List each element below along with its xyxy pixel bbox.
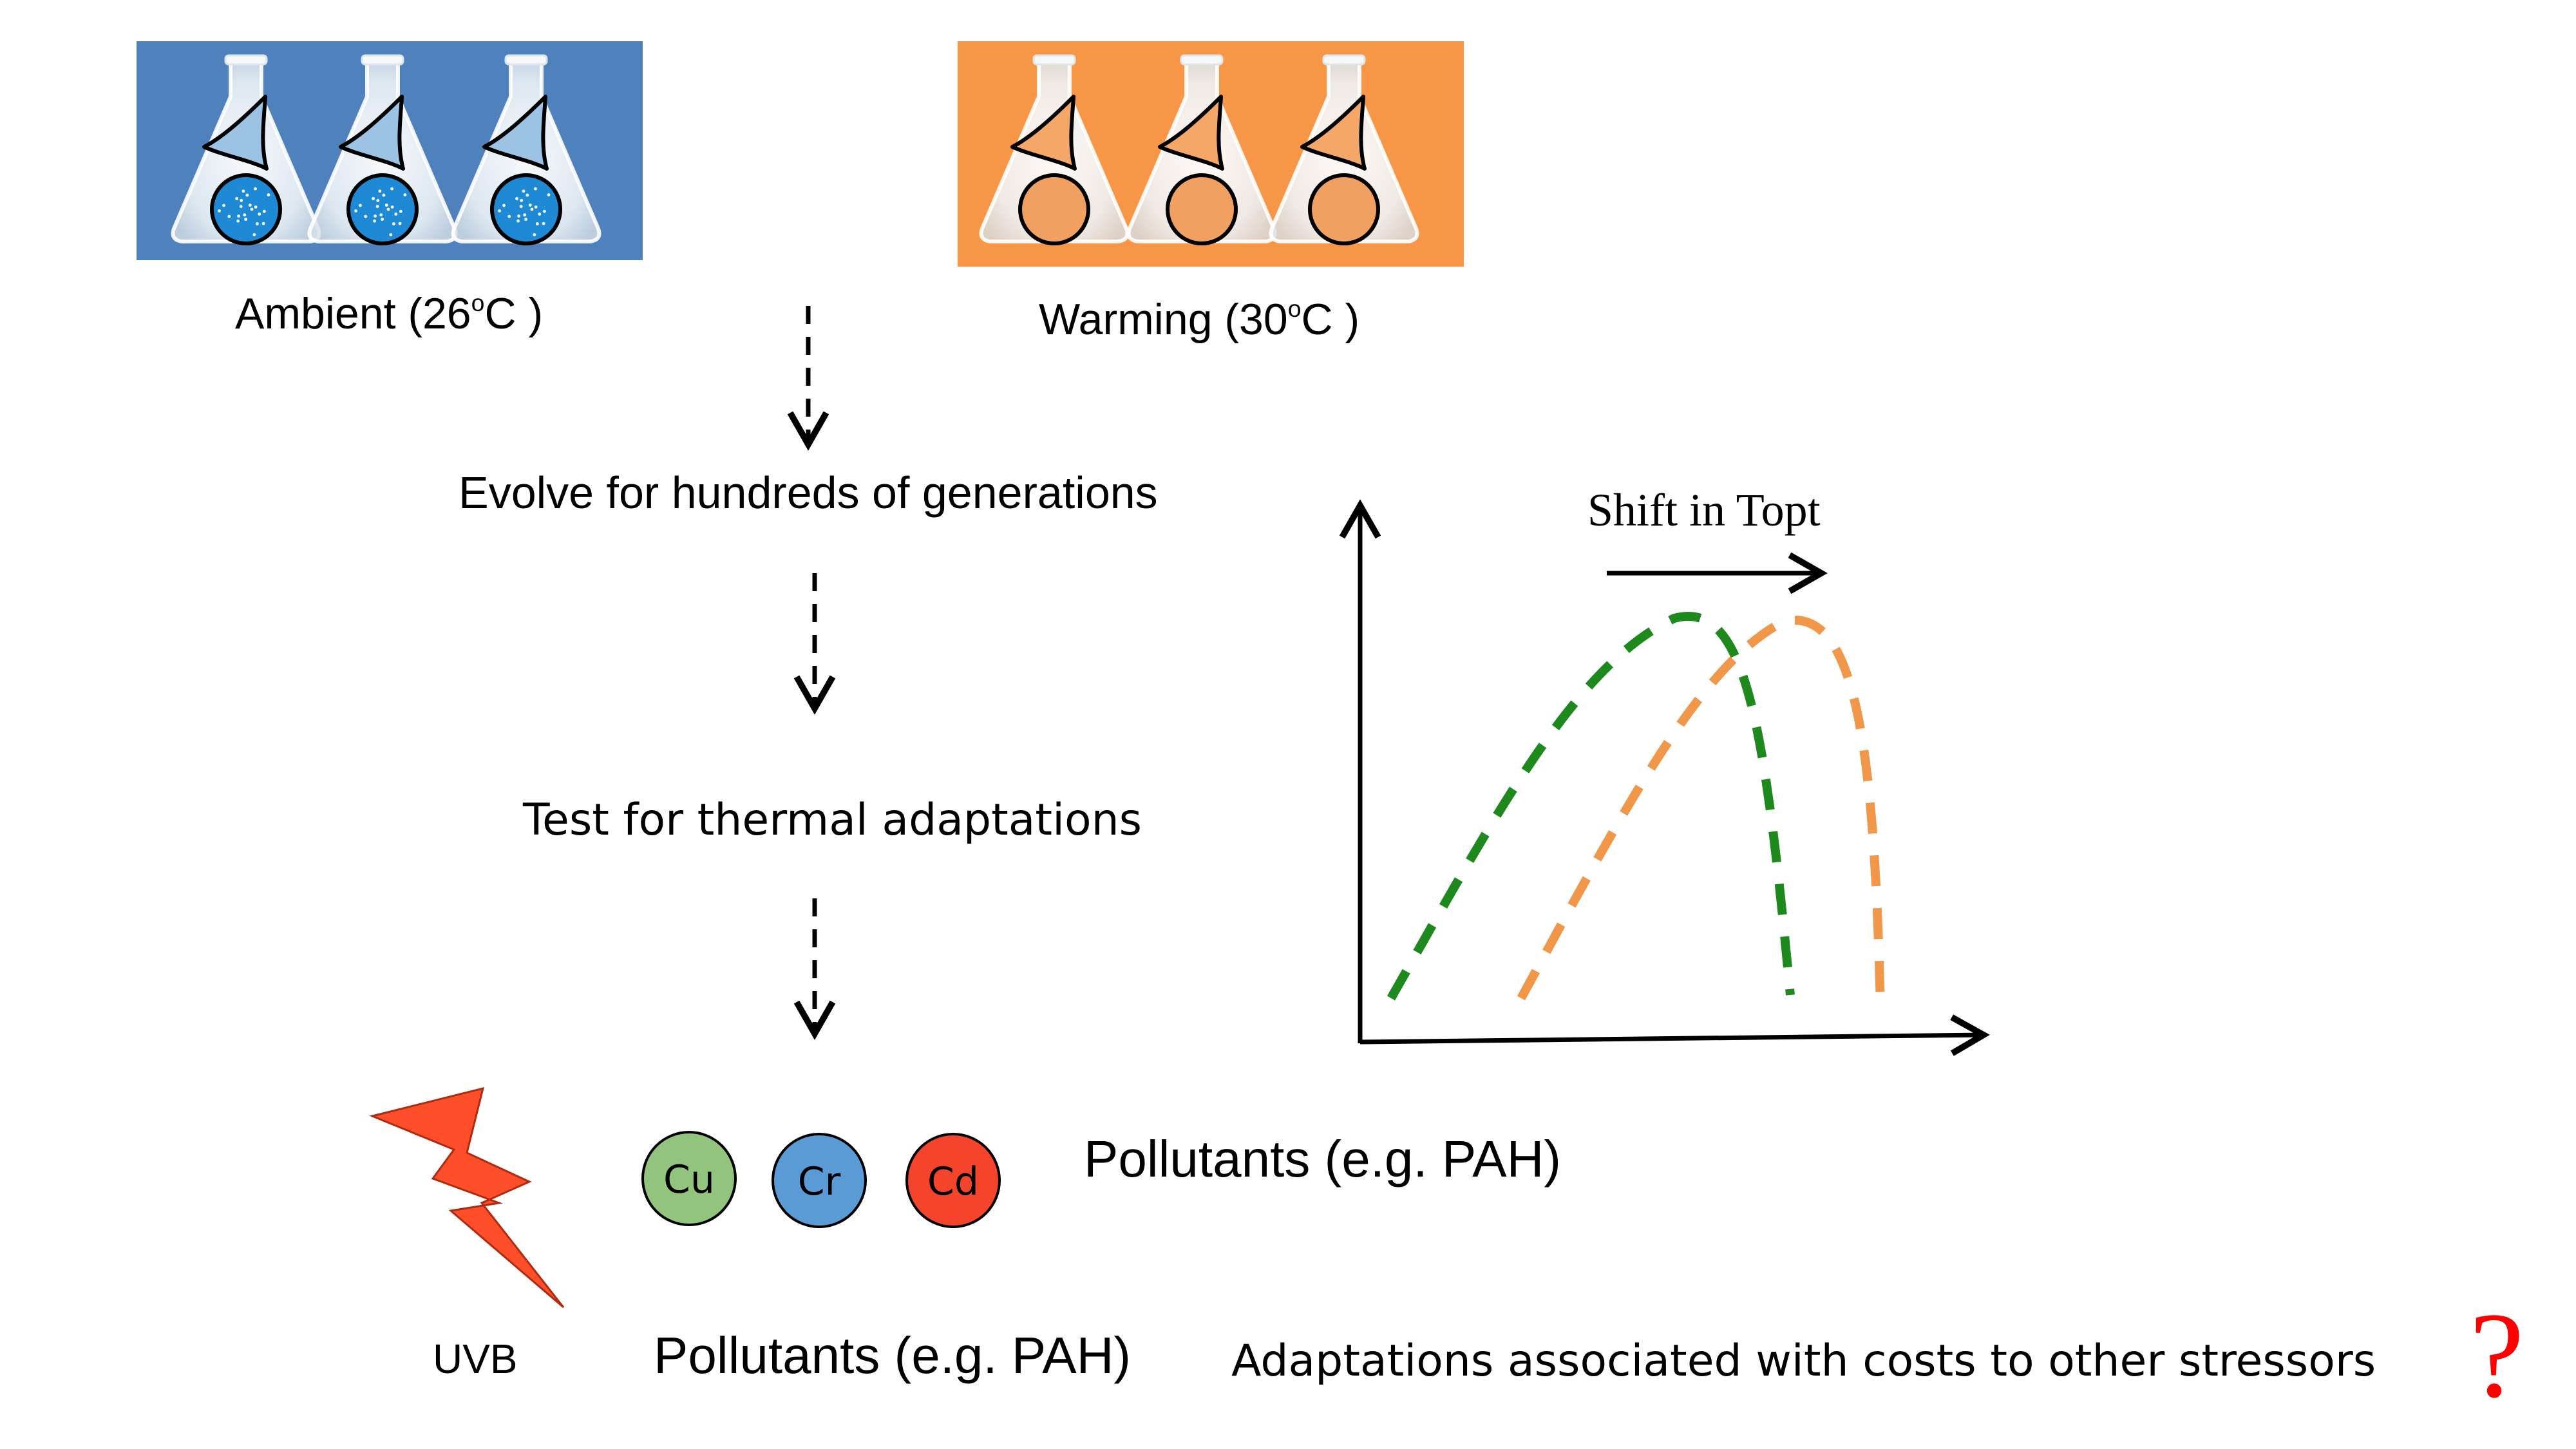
element-cd-circle: Cd: [905, 1133, 1001, 1228]
warming-flask-1: [979, 54, 1130, 245]
ambient-label-text: Ambient (26: [235, 289, 471, 338]
step-evolve: Evolve for hundreds of generations: [459, 468, 1158, 518]
uvb-label: UVB: [433, 1336, 518, 1382]
warming-flask-3: [1269, 54, 1419, 245]
ambient-performance-curve: [1387, 611, 1795, 1001]
pollutants-label-bottom: Pollutants (e.g. PAH): [654, 1327, 1132, 1384]
element-cr-symbol: Cr: [798, 1159, 841, 1204]
thermal-performance-graph: [1339, 499, 1990, 1056]
uvb-lightning-icon: [369, 1086, 565, 1309]
warming-label-text: Warming (30: [1039, 295, 1288, 344]
flow-arrows: [787, 306, 836, 1040]
conclusion-text: Adaptations associated with costs to oth…: [1231, 1336, 2376, 1387]
warming-label-unit: C ): [1301, 295, 1360, 344]
pollutant-elements: Cu Cr Cd: [641, 1131, 1001, 1228]
ambient-panel: [137, 41, 643, 260]
warming-label-degree: o: [1287, 294, 1302, 322]
pollutants-label-top: Pollutants (e.g. PAH): [1084, 1130, 1562, 1188]
element-cr-circle: Cr: [772, 1133, 867, 1228]
step-test-thermal: Test for thermal adaptations: [523, 795, 1142, 846]
shift-in-topt-label: Shift in Topt: [1587, 484, 1821, 536]
ambient-label-degree: o: [471, 289, 485, 316]
warming-panel: [958, 41, 1464, 267]
ambient-flask-3: [451, 54, 601, 245]
ambient-flask-1: [171, 54, 321, 245]
element-cu-symbol: Cu: [663, 1157, 715, 1202]
warming-label: Warming (30oC ): [1039, 294, 1360, 344]
ambient-label: Ambient (26oC ): [235, 289, 544, 338]
ambient-flask-2: [307, 54, 458, 245]
element-cd-symbol: Cd: [927, 1159, 979, 1204]
warming-performance-curve: [1517, 616, 1885, 1009]
element-cu-circle: Cu: [641, 1131, 737, 1226]
ambient-label-unit: C ): [484, 289, 544, 338]
graph-x-axis: [1359, 1014, 1990, 1056]
question-mark-icon: ?: [2470, 1288, 2524, 1423]
